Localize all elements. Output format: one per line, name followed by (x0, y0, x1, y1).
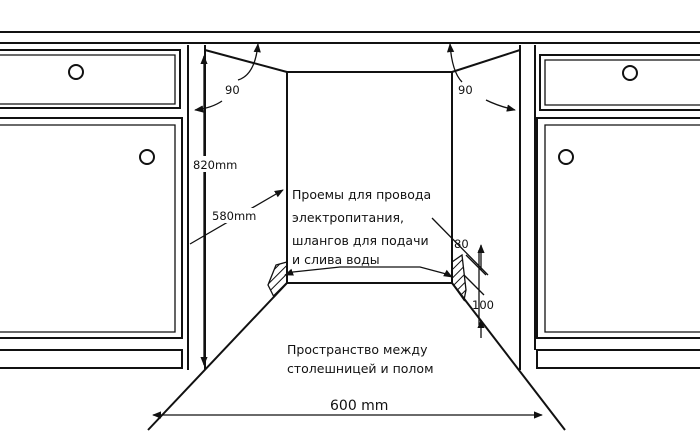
left-drawer-knob (68, 64, 84, 80)
angle-right: 90 (446, 43, 516, 112)
angle-left-label: 90 (225, 83, 240, 97)
space-note-line: Пространство между (287, 342, 428, 357)
angle-right-label: 90 (458, 83, 473, 97)
openings-note: Проемы для провода электропитания, шланг… (292, 187, 431, 267)
space-note: Пространство между столешницей и полом (287, 342, 434, 376)
openings-callout (284, 266, 453, 278)
depth-label: 580mm (212, 209, 256, 223)
opening-dimensions: 80 100 (431, 217, 494, 338)
left-door-knob (139, 149, 155, 165)
left-cabinet (0, 45, 206, 370)
niche (147, 49, 566, 431)
openings-note-line: шлангов для подачи (292, 233, 429, 248)
countertop (0, 31, 700, 44)
left-opening-hatch (267, 261, 288, 299)
right-door-knob (558, 149, 574, 165)
right-cabinet (519, 45, 700, 370)
right-drawer-knob (622, 65, 638, 81)
opening-offset-label: 80 (454, 237, 469, 251)
height-dimension: 820mm (192, 55, 240, 366)
space-note-line: столешницей и полом (287, 361, 434, 376)
angle-left: 90 (194, 43, 261, 113)
width-dimension: 600 mm (152, 398, 543, 419)
height-label: 820mm (193, 158, 237, 172)
openings-note-line: и слива воды (292, 252, 380, 267)
width-label: 600 mm (330, 398, 388, 414)
right-opening-hatch (451, 253, 467, 302)
openings-note-line: электропитания, (292, 210, 404, 225)
depth-dimension: 580mm (189, 189, 284, 245)
openings-note-line: Проемы для провода (292, 187, 431, 202)
opening-height-label: 100 (472, 298, 494, 312)
